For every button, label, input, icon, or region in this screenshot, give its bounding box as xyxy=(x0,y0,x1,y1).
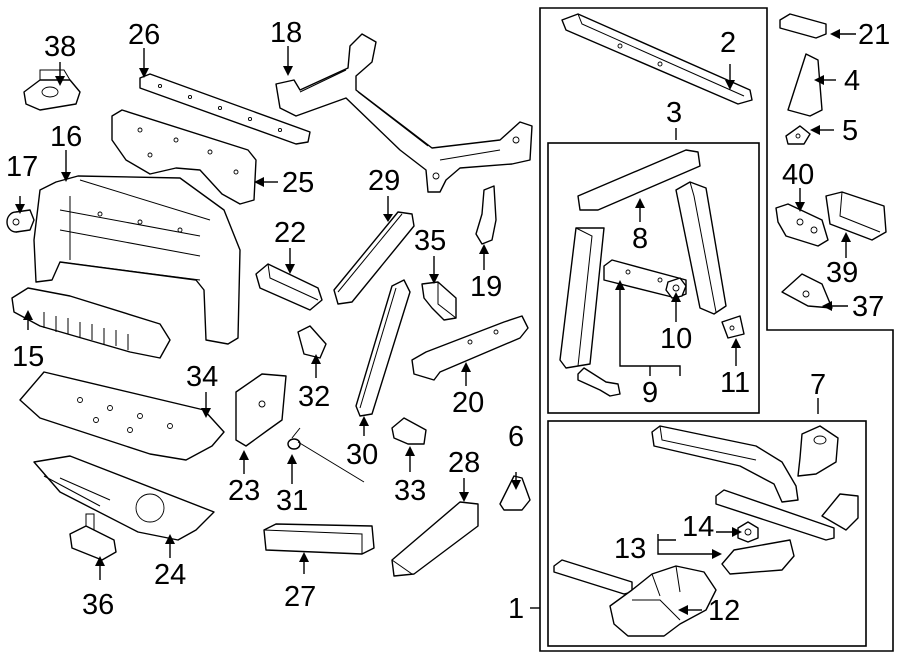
group-frame-3 xyxy=(547,142,760,414)
callout-40: 40 xyxy=(782,159,814,191)
callout-5: 5 xyxy=(842,115,858,147)
callout-16: 16 xyxy=(50,121,82,153)
part-7-rail[interactable] xyxy=(651,425,799,503)
callout-34: 34 xyxy=(186,361,218,393)
callout-38: 38 xyxy=(44,31,76,63)
callout-17: 17 xyxy=(6,151,38,183)
part-11-bracket[interactable] xyxy=(721,315,745,339)
part-29-strip[interactable] xyxy=(333,211,415,305)
callout-labels: 1 2 3 4 5 6 7 8 9 10 11 12 13 14 15 16 1… xyxy=(6,17,890,627)
part-10-nut[interactable] xyxy=(665,277,687,299)
callout-39: 39 xyxy=(826,257,858,289)
part-36-mount[interactable] xyxy=(69,513,117,561)
callout-12: 12 xyxy=(708,595,740,627)
callout-35: 35 xyxy=(414,225,446,257)
part-3-brace[interactable] xyxy=(577,149,701,211)
callout-30: 30 xyxy=(346,439,378,471)
part-31-rod[interactable] xyxy=(287,427,365,483)
part-20-rail[interactable] xyxy=(411,315,529,381)
callout-24: 24 xyxy=(154,559,186,591)
callout-15: 15 xyxy=(12,341,44,373)
part-39-block[interactable] xyxy=(825,191,887,241)
callout-29: 29 xyxy=(368,165,400,197)
part-15-vent[interactable] xyxy=(11,287,171,359)
callout-1: 1 xyxy=(508,593,524,625)
callout-27: 27 xyxy=(284,581,316,613)
part-3-post-right[interactable] xyxy=(675,181,727,315)
part-14-nut[interactable] xyxy=(737,521,759,543)
callout-18: 18 xyxy=(270,17,302,49)
part-22-block[interactable] xyxy=(255,263,323,311)
callout-36: 36 xyxy=(82,589,114,621)
part-25-panel[interactable] xyxy=(111,109,257,205)
part-12-tray[interactable] xyxy=(609,565,717,637)
callout-7: 7 xyxy=(810,369,826,401)
part-19-bracket[interactable] xyxy=(475,185,497,245)
group-frame-1 xyxy=(539,7,894,652)
callout-37: 37 xyxy=(852,291,884,323)
part-23-bracket[interactable] xyxy=(235,373,287,447)
part-26-rail[interactable] xyxy=(139,73,311,145)
part-24-panel[interactable] xyxy=(33,455,215,541)
part-5-plate[interactable] xyxy=(785,125,811,145)
callout-26: 26 xyxy=(128,19,160,51)
part-30-strip[interactable] xyxy=(355,279,411,417)
part-33-clip[interactable] xyxy=(391,417,427,445)
callout-6: 6 xyxy=(508,421,524,453)
part-17-plug[interactable] xyxy=(6,209,35,233)
part-7-block[interactable] xyxy=(821,493,859,531)
callout-23: 23 xyxy=(228,475,260,507)
callout-25: 25 xyxy=(282,167,314,199)
callout-19: 19 xyxy=(470,271,502,303)
part-27-box[interactable] xyxy=(263,523,375,555)
callout-9: 9 xyxy=(642,377,658,409)
part-28-wedge[interactable] xyxy=(391,501,479,577)
group-frame-7 xyxy=(547,420,867,647)
part-18-crossmember[interactable] xyxy=(275,33,533,193)
callout-2: 2 xyxy=(720,27,736,59)
part-16-frame[interactable] xyxy=(33,175,241,345)
callout-11: 11 xyxy=(720,367,750,399)
part-13-block[interactable] xyxy=(721,539,795,575)
part-37-plate[interactable] xyxy=(781,273,833,309)
part-4-bracket[interactable] xyxy=(787,53,823,117)
part-13-strip[interactable] xyxy=(553,559,633,595)
callout-4: 4 xyxy=(844,65,860,97)
callout-22: 22 xyxy=(274,217,306,249)
callout-28: 28 xyxy=(448,447,480,479)
callout-10: 10 xyxy=(660,323,692,355)
part-32-bracket[interactable] xyxy=(297,325,327,359)
part-34-plate[interactable] xyxy=(19,371,225,461)
part-38-bracket[interactable] xyxy=(23,69,81,111)
part-21-block[interactable] xyxy=(779,13,827,39)
part-7-strip[interactable] xyxy=(715,489,835,541)
part-7-bracket[interactable] xyxy=(797,425,839,477)
part-40-bracket[interactable] xyxy=(775,203,829,247)
callout-3: 3 xyxy=(666,97,682,129)
callout-21: 21 xyxy=(858,19,890,51)
part-6-bracket[interactable] xyxy=(499,475,531,511)
callout-8: 8 xyxy=(632,223,648,255)
leader-lines xyxy=(15,29,856,615)
part-35-bracket[interactable] xyxy=(421,281,457,321)
callout-20: 20 xyxy=(452,387,484,419)
part-9-plate[interactable] xyxy=(603,259,687,299)
callout-31: 31 xyxy=(276,485,308,517)
part-3-post-left[interactable] xyxy=(559,227,605,369)
part-2-rail[interactable] xyxy=(561,13,753,105)
callout-33: 33 xyxy=(394,475,426,507)
callout-13: 13 xyxy=(614,533,646,565)
part-9-bolt[interactable] xyxy=(577,367,621,397)
callout-32: 32 xyxy=(298,381,330,413)
callout-14: 14 xyxy=(682,511,714,543)
